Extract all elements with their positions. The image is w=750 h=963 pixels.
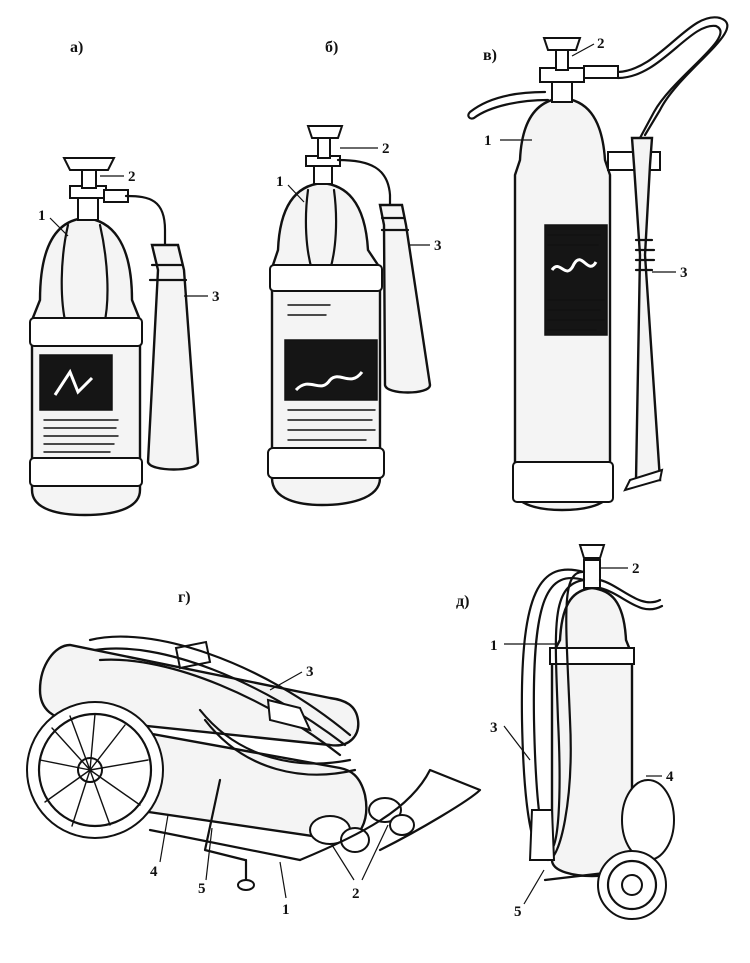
tube-foot [623,468,664,492]
valve-1-cap [340,827,370,853]
label-2: 2 [597,36,605,52]
label-plate [544,224,608,336]
valve-handwheel [306,125,344,139]
band-bottom [29,457,143,487]
panel-a: а) 1 2 3 [29,39,220,517]
label-3: 3 [680,265,688,281]
valve-handwheel [578,544,606,559]
panel-g: г) 3 4 5 1 [26,589,482,918]
label-5: 5 [198,881,206,897]
trolley-frame [148,778,302,862]
snow-horn [146,243,200,471]
panel-d: д) 2 1 3 4 5 [456,544,675,920]
label-text-lines [547,234,605,331]
carry-handle [174,640,212,670]
nozzle-horn [528,809,556,861]
discharge-tube [630,136,662,482]
valve-handwheel [542,37,582,51]
rear-wheel [621,779,675,861]
nozzle-horn [266,698,312,732]
hose [124,194,167,247]
panel-v-caption: в) [483,47,497,64]
label-4: 4 [150,864,158,880]
valve-2-cap [389,814,415,836]
band-bottom [512,461,614,503]
panel-g-caption: г) [178,589,191,606]
wheel-hub [621,874,643,896]
panel-a-caption: а) [70,39,83,56]
lever-handle [467,90,550,120]
label-3: 3 [306,664,314,680]
hose-coupling [583,65,619,79]
valve-handwheel [62,157,116,171]
band-bottom [267,447,385,479]
label-plate [284,339,378,401]
wheel-spokes [39,713,149,827]
label-5: 5 [514,904,522,920]
label-3: 3 [434,238,442,254]
snow-horn [378,203,432,394]
valve-body [77,195,99,221]
label-1: 1 [282,902,290,918]
label-2: 2 [382,141,390,157]
carry-handle [304,188,338,272]
label-3: 3 [212,289,220,305]
label-1: 1 [38,208,46,224]
label-1: 1 [490,638,498,654]
band-top [29,317,143,347]
label-2: 2 [128,169,136,185]
label-text-lines [287,304,376,441]
panel-v: в) 1 2 3 [467,16,729,512]
valve-stem [317,137,331,159]
label-2: 2 [352,886,360,902]
label-3: 3 [490,720,498,736]
panel-b: б) 1 2 3 [267,39,442,507]
band-top [269,264,383,292]
label-4: 4 [666,769,674,785]
band-top [549,647,635,665]
panel-d-caption: д) [456,593,469,610]
label-text-lines [43,419,119,453]
hose [336,158,392,207]
cylinder-body [550,586,634,878]
trolley-handle [298,768,482,862]
valve-outlet [103,189,129,203]
label-plate [39,354,113,411]
valve-body [583,559,601,589]
hose [616,16,729,137]
hose [88,635,352,757]
panel-b-caption: б) [325,39,338,56]
valve-stem [555,49,569,71]
label-2: 2 [632,561,640,577]
valve-body [551,79,573,103]
label-1: 1 [484,133,492,149]
label-1: 1 [276,174,284,190]
support-foot [237,879,255,891]
valve-2 [368,797,402,823]
